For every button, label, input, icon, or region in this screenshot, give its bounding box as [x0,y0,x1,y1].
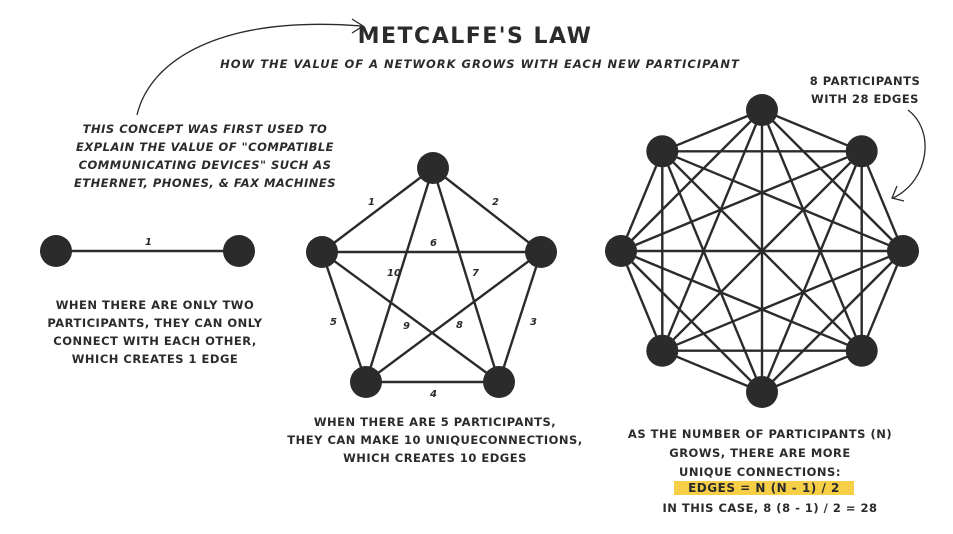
caption-line: WHICH CREATES 1 EDGE [71,352,239,366]
network-edge [497,251,543,383]
arrow-to-octagon-head [891,185,905,202]
edge-label-9: 9 [403,321,410,332]
caption-line: CONNECT WITH EACH OTHER, [53,334,257,348]
network-edge [431,167,501,383]
note-line: WITH 28 EDGES [811,92,919,106]
two-node-caption: WHEN THERE ARE ONLY TWO PARTICIPANTS, TH… [20,296,290,368]
arrow-to-octagon [892,109,926,199]
participant-node [417,152,449,184]
participant-node [525,236,557,268]
edge-label-8: 8 [456,320,463,331]
participant-node [746,94,778,126]
network-edge [432,167,542,253]
formula-example: IN THIS CASE, 8 (8 - 1) / 2 = 28 [662,501,878,515]
concept-note-line: THIS CONCEPT WAS FIRST USED TO [82,122,328,136]
concept-note: THIS CONCEPT WAS FIRST USED TO EXPLAIN T… [40,120,370,192]
edge-label-7: 7 [472,268,479,279]
network-edge [761,108,863,153]
network-edge [321,167,434,253]
edge-label-2: 2 [492,197,499,208]
note-line: 8 PARTICIPANTS [809,74,921,88]
network-edge [661,150,764,393]
page-title: METCALFE'S LAW [357,24,593,49]
participant-node [887,235,919,267]
participant-node [646,334,679,367]
concept-note-line: EXPLAIN THE VALUE OF "COMPATIBLE [75,140,335,154]
network-edge [620,250,763,393]
caption-line: WHEN THERE ARE ONLY TWO [55,298,255,312]
edge-label-6: 6 [430,238,437,249]
participant-node [845,135,878,168]
caption-line: AS THE NUMBER OF PARTICIPANTS (n) [627,427,893,441]
network-edge [619,250,664,352]
network-edge [661,150,863,352]
caption-line: PARTICIPANTS, THEY CAN ONLY [47,316,263,330]
caption-line: WHEN THERE ARE 5 PARTICIPANTS, [313,415,557,429]
network-edge [661,349,763,394]
edges-formula: EDGES = n (n - 1) / 2 [674,481,854,495]
participant-node [350,366,382,398]
participant-node [306,236,338,268]
edge-label-1: 1 [368,197,375,208]
edge-label-10: 10 [387,268,401,279]
caption-line: UNIQUE CONNECTIONS: [679,465,841,479]
network-edge [860,150,905,252]
caption-line: WHICH CREATES 10 EDGES [343,451,527,465]
participant-node [605,235,637,267]
two-node-network: 1 [40,235,255,267]
network-edge [661,108,763,153]
network-edge [364,167,435,383]
network-edge [860,250,905,352]
arrow-to-title [136,23,363,116]
arrow-to-title-head [351,18,365,34]
network-edge [761,349,863,394]
edge-label-3: 3 [530,317,537,328]
growth-caption: AS THE NUMBER OF PARTICIPANTS (n) GROWS,… [580,425,940,482]
participant-node [223,235,255,267]
participant-node [646,135,679,168]
caption-line: THEY CAN MAKE 10 UNIQUECONNECTIONS, [287,433,583,447]
network-edge [321,251,500,383]
concept-note-line: COMMUNICATING DEVICES" SUCH AS [78,158,332,172]
eight-node-note: 8 PARTICIPANTS WITH 28 EDGES [770,72,953,108]
participant-node [40,235,72,267]
network-edge [619,150,664,252]
participant-node [845,334,878,367]
participant-node [483,366,515,398]
network-edge [320,251,368,383]
caption-line: GROWS, THERE ARE MORE [669,446,851,460]
edge-label-1: 1 [145,237,152,248]
concept-note-line: ETHERNET, PHONES, & FAX MACHINES [73,176,337,190]
edge-label-5: 5 [330,317,337,328]
participant-node [746,376,778,408]
network-edge [661,150,904,253]
page-subtitle: HOW THE VALUE OF A NETWORK GROWS WITH EA… [220,57,740,71]
five-node-caption: WHEN THERE ARE 5 PARTICIPANTS, THEY CAN … [260,413,610,467]
eight-node-network [605,94,919,408]
network-edge [365,251,542,383]
five-node-network: 1 2 3 4 5 6 7 8 9 10 [306,152,557,400]
edge-label-4: 4 [429,389,437,400]
